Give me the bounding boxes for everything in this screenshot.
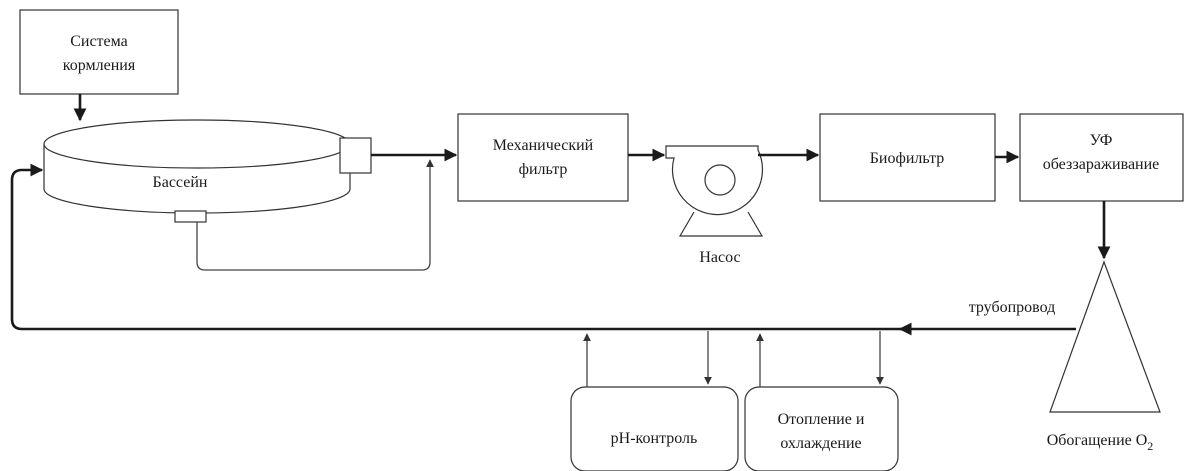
pump-stand [678, 211, 764, 237]
ph-control-label: pH-контроль [611, 430, 698, 447]
return-pipeline-to-pool-arrow [10, 163, 904, 331]
mechanical-filter-label-line2: фильтр [519, 161, 568, 178]
ph-control-box [570, 386, 739, 471]
heating-cooling-label-line1: Отопление и [778, 411, 865, 428]
feeding-system-box [19, 9, 179, 95]
ph-control-node: pH-контроль [570, 386, 739, 471]
heating-cooling-node: Отопление и охлаждение [744, 386, 899, 471]
feeding-system-node: Система кормления [19, 9, 179, 95]
pool-outlet [339, 137, 372, 174]
feeding-system-label-line2: кормления [63, 57, 136, 74]
mechanical-filter-node: Механический фильтр [457, 113, 629, 202]
mechanical-filter-label-line1: Механический [493, 137, 594, 154]
pump-label: Насос [699, 249, 740, 266]
oxygen-cone [1049, 260, 1161, 413]
pump-node: Насос [665, 145, 764, 266]
uv-disinfection-label-line2: обеззараживание [1043, 156, 1160, 173]
pool-bottom-drain [174, 210, 207, 223]
oxygen-enrichment-node: Обогащение O2 [1047, 260, 1161, 453]
uv-disinfection-node: УФ обеззараживание [1019, 113, 1184, 202]
pool-top [43, 119, 351, 169]
oxygen-enrichment-label: Обогащение O2 [1047, 432, 1154, 453]
bottom-drain-bypass-arrow [196, 159, 434, 271]
pump-impeller-icon [704, 164, 736, 196]
heating-cooling-label-line2: охлаждение [780, 435, 861, 452]
pool-label: Бассейн [153, 174, 208, 191]
uv-disinfection-box [1019, 113, 1184, 202]
biofilter-label: Биофильтр [870, 150, 945, 167]
pipeline-label: трубопровод [969, 299, 1056, 316]
biofilter-node: Биофильтр [819, 113, 996, 202]
mechanical-filter-box [457, 113, 629, 202]
heating-cooling-box [744, 386, 899, 471]
pool-node: Бассейн [43, 119, 372, 223]
uv-disinfection-label-line1: УФ [1090, 132, 1113, 149]
feeding-system-label-line1: Система [70, 33, 128, 50]
